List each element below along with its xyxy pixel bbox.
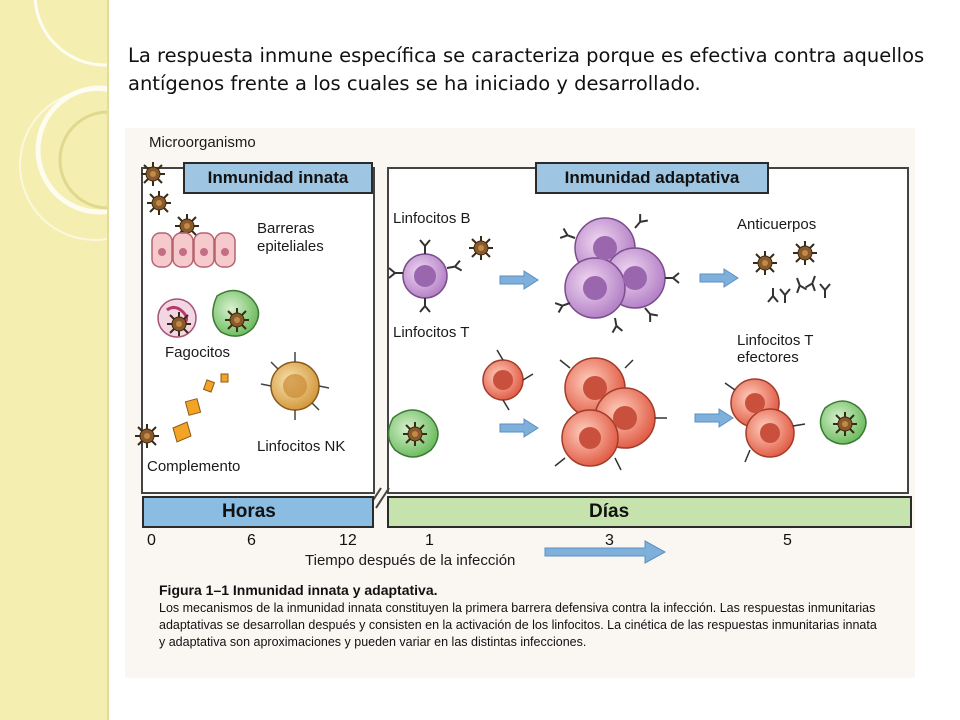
decorative-side-strip [0, 0, 109, 720]
tick-label: 1 [425, 532, 434, 549]
immunity-figure: Microorganismo Inmunidad innata Inmunida… [125, 128, 915, 678]
label-epiteliales: epiteliales [257, 238, 324, 255]
label-linfocitos-t: Linfocitos T [393, 324, 470, 341]
label-linfocitos-nk: Linfocitos NK [257, 438, 346, 455]
label-linfocitos-b: Linfocitos B [393, 210, 471, 227]
decorative-circles [19, 0, 107, 241]
label-linfocitos-t-efectores-1: Linfocitos T [737, 332, 814, 349]
slide-text: La respuesta inmune específica se caract… [128, 44, 925, 95]
timeline-bar-horas: Horas [142, 496, 374, 528]
label-anticuerpos: Anticuerpos [737, 216, 817, 233]
label-fagocitos: Fagocitos [165, 344, 231, 361]
timeline-horas-label: Horas [222, 501, 276, 522]
label-microorganismo: Microorganismo [149, 134, 256, 151]
figure-caption-title: Figura 1–1 Inmunidad innata y adaptativa… [159, 582, 438, 598]
figure-drawing [134, 161, 909, 564]
label-linfocitos-t-efectores-2: efectores [737, 349, 799, 366]
tick-label: 0 [147, 532, 156, 549]
header-inmunidad-innata: Inmunidad innata [183, 162, 373, 194]
timeline-axis-label: Tiempo después de la infección [305, 552, 516, 569]
header-inmunidad-adaptativa: Inmunidad adaptativa [535, 162, 769, 194]
tick-label: 6 [247, 532, 256, 549]
timeline-bar-dias: Días [387, 496, 912, 528]
timeline-dias-label: Días [589, 501, 630, 522]
label-complemento: Complemento [147, 458, 241, 475]
tick-label: 12 [339, 532, 357, 549]
figure-caption-body: Los mecanismos de la inmunidad innata co… [159, 601, 877, 649]
label-barreras: Barreras [257, 220, 315, 237]
tick-label: 5 [783, 532, 792, 549]
tick-label: 3 [605, 532, 614, 549]
